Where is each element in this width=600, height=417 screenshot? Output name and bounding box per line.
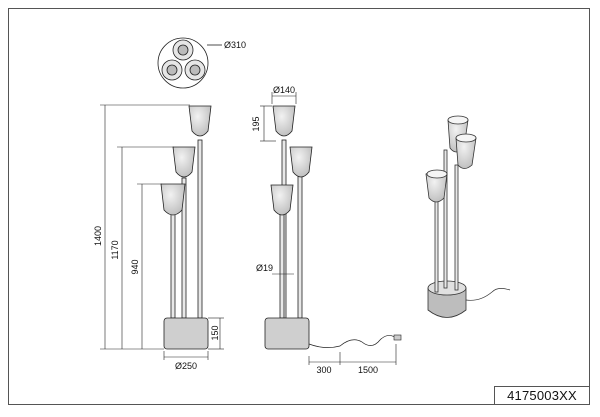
- side-view-dimensions: [260, 92, 397, 365]
- cable-length-1-label: 300: [316, 365, 331, 375]
- shade-diameter-label: Ø140: [273, 85, 295, 95]
- side-shade-middle: [289, 146, 313, 178]
- base-height-label: 150: [210, 325, 220, 340]
- lamp-base: [163, 317, 209, 350]
- product-code: 4175003XX: [494, 386, 590, 405]
- side-view: [264, 105, 402, 350]
- perspective-view: [425, 115, 511, 318]
- side-shade-lower: [270, 184, 294, 216]
- shade-height-label: 195: [251, 116, 261, 131]
- height-middle-label: 1170: [110, 240, 120, 259]
- side-lamp-base: [264, 317, 310, 350]
- cable-length-2-label: 1500: [358, 365, 378, 375]
- base-diameter-label: Ø250: [175, 361, 197, 371]
- top-view-diameter-label: Ø310: [224, 40, 246, 50]
- shade-middle: [172, 146, 196, 178]
- shade-lower: [160, 183, 186, 216]
- plug: [393, 334, 402, 341]
- shade-top: [188, 105, 212, 137]
- front-view: [160, 105, 212, 350]
- side-shade-top: [272, 105, 296, 137]
- height-lower-label: 940: [130, 259, 140, 274]
- rod-diameter-label: Ø19: [256, 263, 273, 273]
- top-view: [157, 37, 222, 89]
- front-view-dimensions: [100, 104, 224, 360]
- drawing-sheet: [8, 8, 590, 405]
- power-cable: [308, 335, 397, 348]
- height-total-label: 1400: [93, 226, 103, 246]
